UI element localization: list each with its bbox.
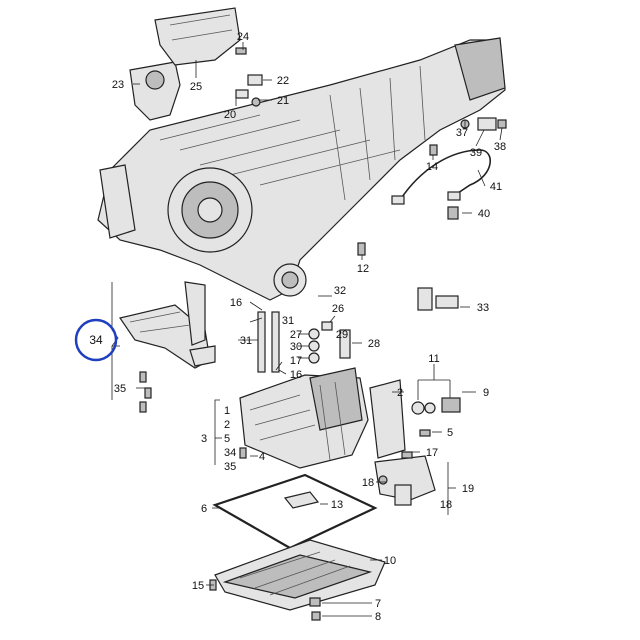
callout-11: 11 (428, 353, 439, 365)
bolt-part-24 (235, 47, 247, 55)
callout-8: 8 (375, 611, 381, 623)
valve-body (239, 367, 369, 469)
callout-38: 38 (494, 141, 506, 153)
cover-part-25 (154, 7, 241, 66)
callout-6: 6 (201, 503, 207, 515)
valve-body-parts-list: 1 2 5 34 35 (224, 405, 236, 473)
list-item: 35 (224, 461, 236, 473)
callout-39: 39 (470, 147, 482, 159)
tubes-part-31 (257, 311, 280, 373)
callout-15: 15 (192, 580, 204, 592)
callout-34-conductor-plate: 34 (89, 333, 103, 347)
callout-labels: 24 25 23 22 21 20 37 39 38 14 41 40 12 3… (89, 31, 506, 623)
conductor-plate-part-34 (119, 281, 216, 369)
callout-16-upper: 16 (230, 297, 242, 309)
callout-31-upper: 31 (282, 315, 294, 327)
callout-24: 24 (237, 31, 249, 43)
callout-22: 22 (277, 75, 289, 87)
oil-pan-part-10 (214, 539, 386, 611)
callout-4: 4 (259, 451, 265, 463)
callout-16-lower: 16 (290, 369, 302, 381)
list-item: 2 (224, 419, 230, 431)
transmission-housing (97, 37, 506, 301)
leader-lines (111, 42, 503, 617)
wiring-harness-part-41 (391, 149, 492, 205)
plug-part-33 (417, 287, 459, 311)
callout-19: 19 (462, 483, 474, 495)
callout-21: 21 (277, 95, 289, 107)
callout-20: 20 (224, 109, 236, 121)
callout-12: 12 (357, 263, 369, 275)
callout-13: 13 (331, 499, 343, 511)
callout-31-lower: 31 (240, 335, 252, 347)
sensor-parts-37-39 (460, 117, 507, 131)
callout-2: 2 (397, 387, 403, 399)
callout-7: 7 (375, 598, 381, 610)
bolt-part-4 (239, 447, 247, 459)
callout-37: 37 (456, 127, 468, 139)
bolt-part-14 (429, 144, 438, 156)
callout-5: 5 (447, 427, 453, 439)
callout-30: 30 (290, 341, 302, 353)
bolt-part-12 (357, 242, 366, 256)
sensor-parts-20-21-22 (235, 74, 263, 107)
callout-27: 27 (290, 329, 302, 341)
callout-18-right: 18 (440, 499, 452, 511)
mount-bracket-part-23 (129, 61, 181, 121)
callout-41: 41 (490, 181, 502, 193)
callout-25: 25 (190, 81, 202, 93)
seal-parts-27-30 (308, 321, 351, 364)
callout-9: 9 (483, 387, 489, 399)
callout-18-left: 18 (362, 477, 374, 489)
callout-3: 3 (201, 433, 207, 445)
list-item: 5 (224, 433, 230, 445)
callout-35: 35 (114, 383, 126, 395)
callout-10: 10 (384, 555, 396, 567)
plug-part-40 (447, 206, 459, 220)
callout-28: 28 (368, 338, 380, 350)
list-item: 1 (224, 405, 230, 417)
callout-23: 23 (112, 79, 124, 91)
drain-plug-parts-7-8 (309, 597, 321, 621)
filter-part-18 (374, 451, 436, 506)
magnet-part-13 (283, 491, 320, 509)
callout-26: 26 (332, 303, 344, 315)
highlight-ring (74, 318, 118, 362)
callout-17-upper: 17 (290, 355, 302, 367)
callout-29: 29 (336, 329, 348, 341)
callout-17-lower: 17 (426, 447, 438, 459)
gasket-part-6 (212, 473, 378, 550)
screws-part-35 (139, 371, 152, 413)
callout-33: 33 (477, 302, 489, 314)
mechatronic-unit (369, 379, 461, 459)
callout-40: 40 (478, 208, 490, 220)
callout-32: 32 (334, 285, 346, 297)
list-item: 34 (224, 447, 236, 459)
callout-14: 14 (426, 161, 438, 173)
